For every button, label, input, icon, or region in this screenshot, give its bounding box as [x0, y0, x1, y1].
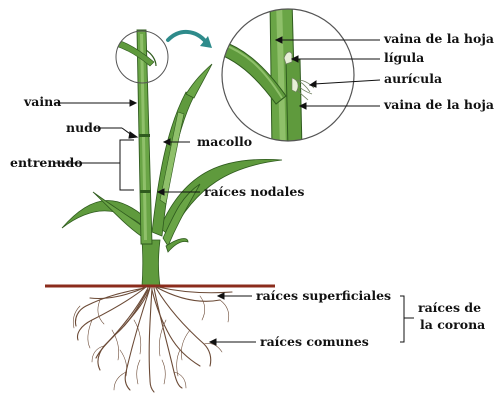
label-auricula: aurícula: [384, 73, 442, 86]
label-raices-comunes: raíces comunes: [260, 336, 369, 349]
tiller-leaf: [186, 64, 212, 98]
label-raices-de-la-corona-line1: raíces de: [418, 302, 481, 315]
label-vaina-de-la-hoja-bottom: vaina de la hoja: [384, 99, 494, 112]
label-ligula: lígula: [384, 52, 424, 65]
label-vaina-de-la-hoja-top: vaina de la hoja: [384, 33, 494, 46]
label-raices-superficiales: raíces superficiales: [256, 290, 391, 303]
stems: [137, 30, 212, 286]
label-raices-nodales: raíces nodales: [204, 186, 304, 199]
label-nudo: nudo: [66, 122, 101, 135]
label-vaina: vaina: [24, 96, 61, 109]
label-raices-de-la-corona-line2: la corona: [420, 319, 485, 332]
detail-zoom-circle: [214, 0, 354, 150]
plant-base: [142, 240, 160, 286]
node-mark-lower: [140, 190, 151, 193]
label-macollo: macollo: [197, 136, 252, 149]
node-mark: [139, 134, 150, 137]
label-entrenudo: entrenudo: [10, 157, 83, 170]
zoom-arrow-icon: [168, 32, 206, 42]
roots: [73, 287, 232, 392]
